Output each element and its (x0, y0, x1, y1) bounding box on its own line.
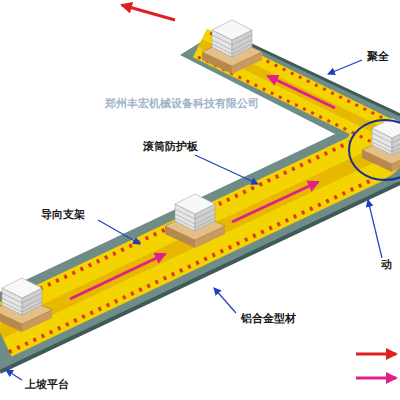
part-label: 聚全 (366, 50, 390, 63)
part-label: 动 (380, 258, 393, 271)
watermark: 郑州丰宏机械设备科技有限公司 (104, 97, 260, 110)
part-label: 滚筒防护板 (142, 140, 199, 153)
part-label: 导向支架 (40, 208, 86, 221)
part-label: 铝合金型材 (240, 312, 297, 325)
part-label: 上坡平台 (24, 378, 70, 391)
